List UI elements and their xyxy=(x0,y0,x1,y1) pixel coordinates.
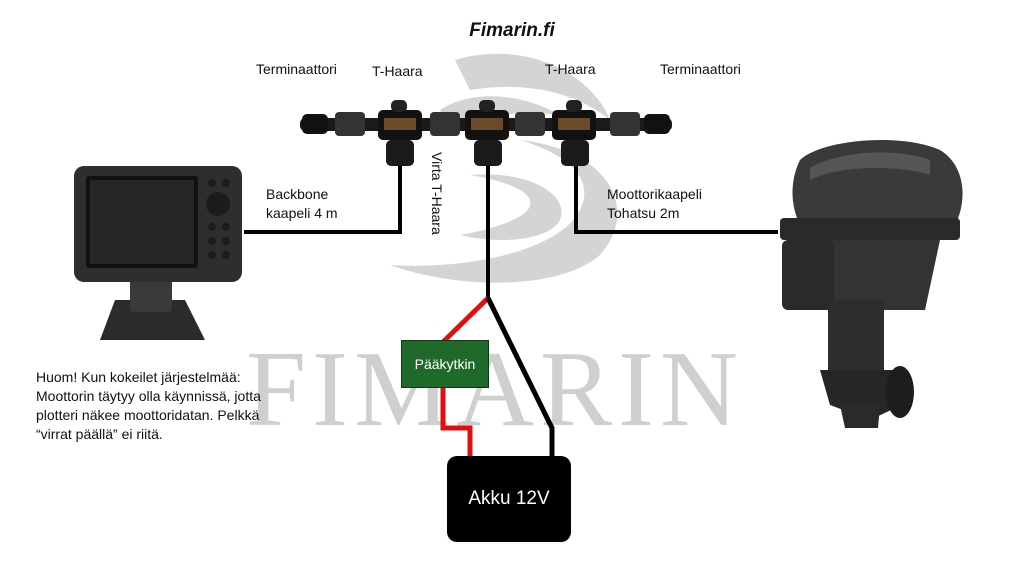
page-title: Fimarin.fi xyxy=(469,20,555,41)
backbone-bus xyxy=(300,100,672,166)
note-text: Huom! Kun kokeilet järjestelmää: Moottor… xyxy=(36,369,261,442)
terminator-right-label: Terminaattori xyxy=(660,61,741,77)
t-connector-icon xyxy=(465,100,509,166)
main-switch-label: Pääkytkin xyxy=(414,356,476,372)
battery-label: Akku 12V xyxy=(468,488,550,509)
terminator-icon xyxy=(302,114,328,134)
backbone-label-line2: kaapeli 4 m xyxy=(266,205,338,221)
engine-cable-label-line1: Moottorikaapeli xyxy=(607,186,702,202)
tee-right-label: T-Haara xyxy=(545,61,596,77)
t-connector-icon xyxy=(378,100,422,166)
battery-12v: Akku 12V xyxy=(447,456,571,542)
t-connector-icon xyxy=(552,100,596,166)
watermark-text: FIMARIN xyxy=(245,330,745,449)
main-switch: Pääkytkin xyxy=(401,340,489,388)
terminator-icon xyxy=(644,114,670,134)
backbone-label-line1: Backbone xyxy=(266,186,329,202)
terminator-left-label: Terminaattori xyxy=(256,61,337,77)
engine-cable-label-line2: Tohatsu 2m xyxy=(607,205,680,221)
tee-left-label: T-Haara xyxy=(372,63,423,79)
power-tee-label: Virta T-Haara xyxy=(429,152,445,235)
